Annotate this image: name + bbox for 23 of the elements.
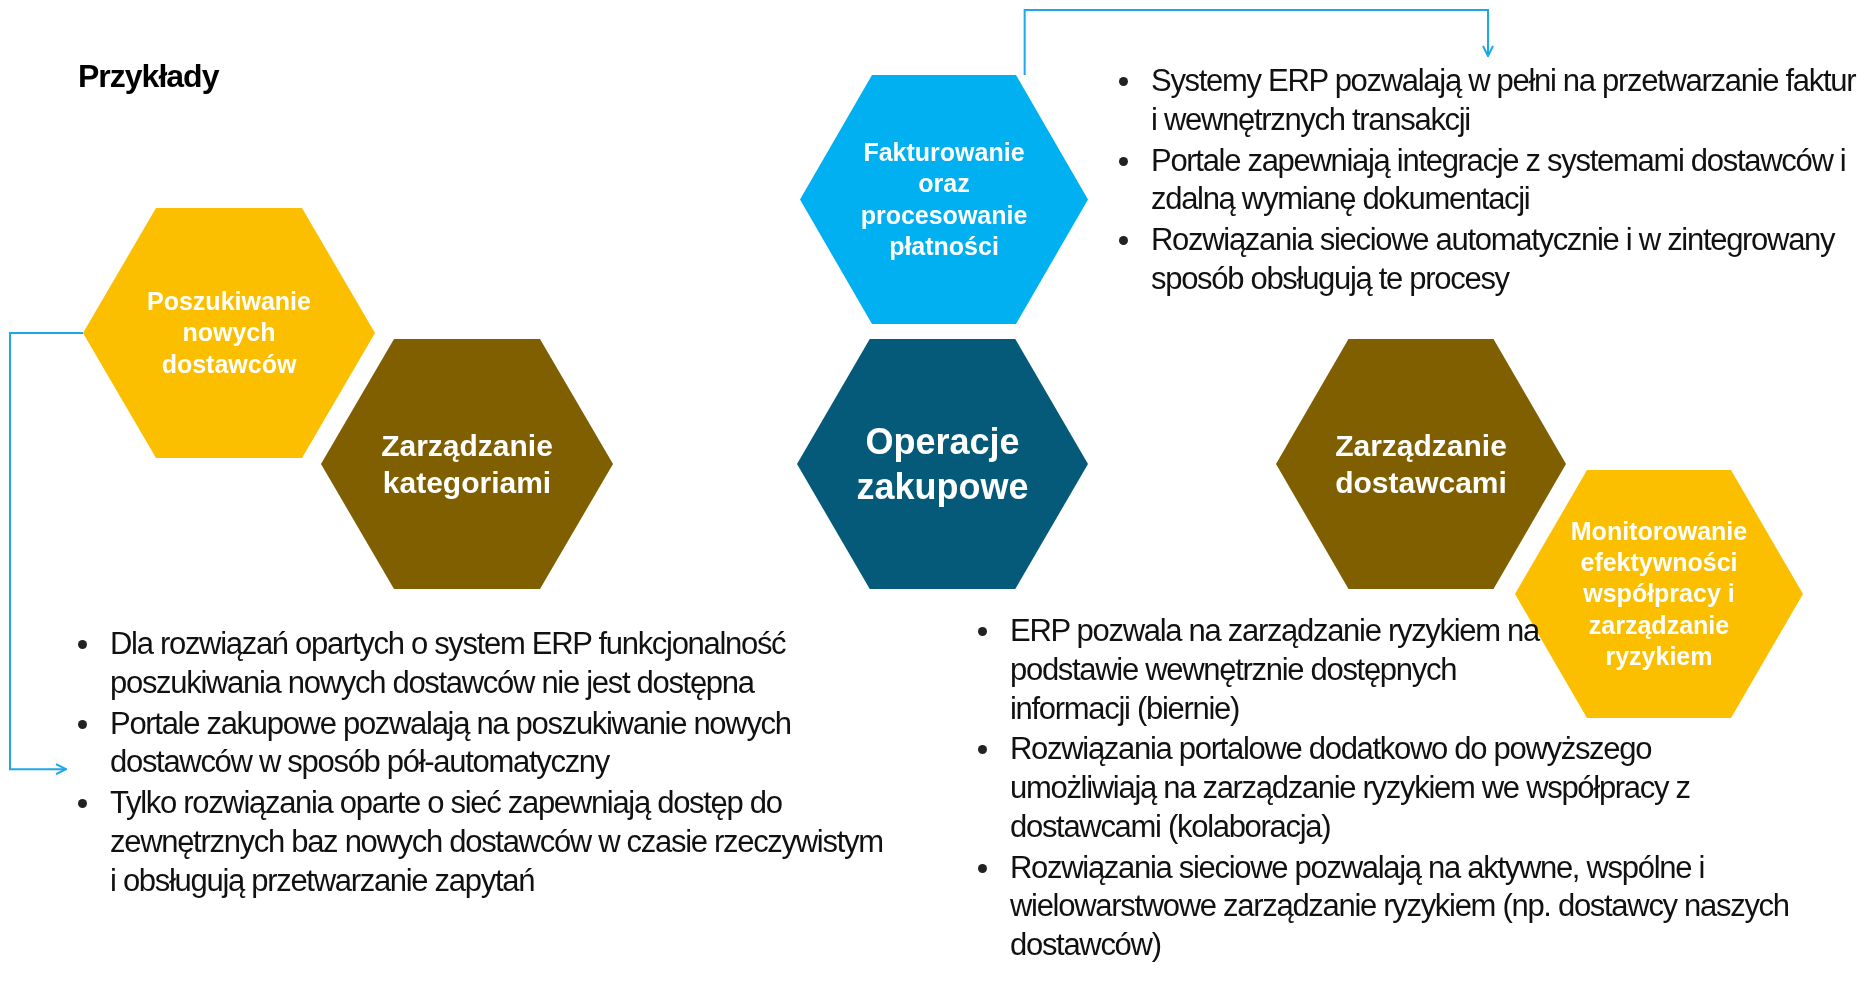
bullet-text: Rozwiązania sieciowe pozwalają na aktywne, wspólne i wielowarstwowe zarządzanie ryzykiem (np. dostawcy naszych dostawców) <box>1010 849 1789 962</box>
hexagon <box>83 208 375 458</box>
arrow <box>1023 9 1494 76</box>
bullet-text: Portale zapewniają integracje z systemami dostawców i zdalną wymianę dokumentacji <box>1151 142 1846 217</box>
arrow <box>9 332 84 776</box>
bullet-text: ERP pozwala na zarządzanie ryzykiem na podstawie wewnętrznie dostępnych informacji (biernie) <box>1010 613 1539 726</box>
hexagon-label: Fakturowanie oraz procesowanie płatności <box>859 137 1029 262</box>
bullet-text: Systemy ERP pozwalają w pełni na przetwarzanie faktur i wewnętrznych transakcji <box>1151 63 1856 137</box>
hexagon-label: Zarządzanie kategoriami <box>380 427 554 501</box>
hexagon-label: Monitorowanie efektywności współpracy i zarządzanie ryzykiem <box>1569 515 1749 672</box>
bullet-text: Rozwiązania sieciowe automatycznie i w zintegrowany sposób obsługują te procesy <box>1151 222 1835 296</box>
hexagon <box>1276 339 1566 589</box>
bullet-text: Portale zakupowe pozwalają na poszukiwanie nowych dostawców w sposób pół-automatyczny <box>110 705 791 780</box>
hexagon <box>797 339 1088 589</box>
bullet-text: Dla rozwiązań opartych o system ERP funkcjonalność poszukiwania nowych dostawców nie jest dostępna <box>110 626 786 700</box>
bullet-text: Rozwiązania portalowe dodatkowo do powyższego umożliwiają na zarządzanie ryzykiem we współpracy z dostawcami (kolaboracja) <box>1010 731 1690 844</box>
bullet-text: Tylko rozwiązania oparte o sieć zapewniają dostęp do zewnętrznych baz nowych dostawców w czasie rzeczywistym i obsługują przetwarzanie zapytań <box>110 785 883 898</box>
hexagon-label: Poszukiwanie nowych dostawców <box>146 286 312 380</box>
hexagon-label: Zarządzanie dostawcami <box>1334 427 1508 501</box>
heading: Przykłady <box>78 58 219 95</box>
hexagon <box>800 75 1088 324</box>
hexagon <box>321 339 613 589</box>
hexagon-label: Operacje zakupowe <box>855 420 1030 509</box>
